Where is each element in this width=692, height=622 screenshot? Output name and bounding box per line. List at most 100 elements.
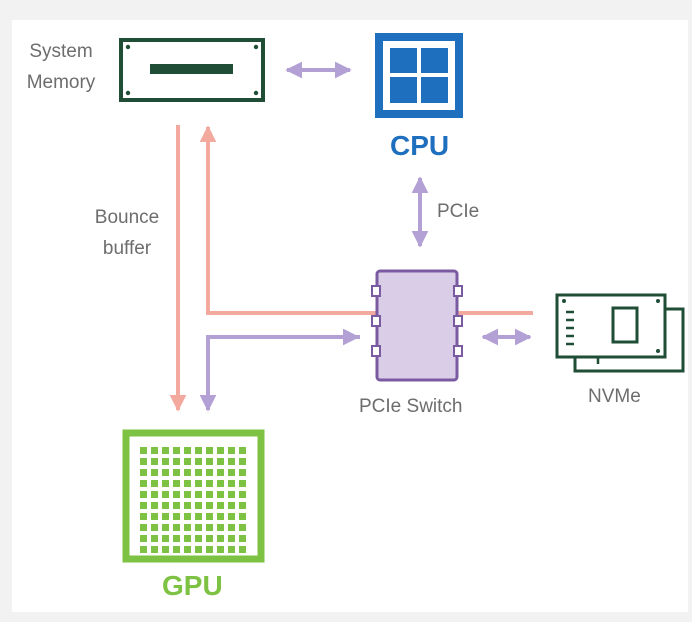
gpu-core-cell (239, 447, 246, 454)
gpu-core-cell (140, 447, 147, 454)
gpu-core-cell (162, 546, 169, 553)
gpu-core-cell (228, 469, 235, 476)
gpu-core-cell (151, 502, 158, 509)
nvme-card-icon (555, 293, 685, 373)
gpu-core-cell (184, 447, 191, 454)
gpu-core-cell (140, 469, 147, 476)
gpu-core-cell (173, 546, 180, 553)
gpu-core-cell (239, 491, 246, 498)
gpu-core-cell (162, 447, 169, 454)
gpu-core-cell (184, 480, 191, 487)
gpu-core-cell (184, 546, 191, 553)
gpu-core-cell (173, 469, 180, 476)
gpu-core-cell (162, 502, 169, 509)
gpu-core-cell (239, 535, 246, 542)
gpu-core-cell (217, 513, 224, 520)
bounce-buffer-label-line1: Bounce (94, 207, 160, 228)
gpu-core-cell (217, 458, 224, 465)
gpu-core-cell (217, 491, 224, 498)
gpu-core-cell (239, 469, 246, 476)
gpu-core-cell (184, 458, 191, 465)
gpu-core-cell (162, 469, 169, 476)
gpu-core-cell (239, 546, 246, 553)
gpu-core-cell (206, 546, 213, 553)
gpu-core-cell (151, 480, 158, 487)
gpu-core-cell (151, 513, 158, 520)
gpu-core-cell (206, 513, 213, 520)
gpu-core-cell (162, 491, 169, 498)
system-memory-label-line1: System (29, 41, 93, 62)
gpu-core-cell (162, 458, 169, 465)
gpu-core-cell (195, 546, 202, 553)
gpu-core-cell (228, 513, 235, 520)
gpu-core-cell (206, 524, 213, 531)
gpu-core-cell (239, 480, 246, 487)
gpu-core-cell (195, 502, 202, 509)
gpu-core-cell (140, 480, 147, 487)
gpu-core-cell (184, 502, 191, 509)
gpu-core-cell (195, 513, 202, 520)
nvme-label: NVMe (588, 386, 641, 407)
gpu-core-cell (151, 469, 158, 476)
gpu-core-cell (151, 458, 158, 465)
gpu-core-cell (184, 491, 191, 498)
gpu-core-cell (206, 447, 213, 454)
gpu-core-cell (206, 502, 213, 509)
gpu-core-cell (173, 480, 180, 487)
bounce-buffer-label: Bounce buffer (84, 202, 170, 264)
gpu-core-cell (195, 469, 202, 476)
gpu-core-cell (140, 513, 147, 520)
gpu-core-cell (184, 513, 191, 520)
gpu-core-cell (140, 546, 147, 553)
gpu-core-cell (239, 524, 246, 531)
gpu-core-cell (217, 502, 224, 509)
cpu-label: CPU (390, 130, 450, 161)
gpu-core-cell (162, 480, 169, 487)
gpu-core-cell (228, 480, 235, 487)
gpu-core-cell (173, 513, 180, 520)
gpu-core-cell (217, 469, 224, 476)
gpu-chip-icon (122, 429, 265, 563)
gpu-core-cell (151, 535, 158, 542)
pcie-switch-chip-icon (371, 269, 463, 382)
gpu-core-cell (151, 546, 158, 553)
gpu-core-cell (195, 458, 202, 465)
gpu-core-cell (217, 546, 224, 553)
gpu-core-cell (195, 524, 202, 531)
gpu-core-cell (206, 491, 213, 498)
gpu-core-cell (239, 502, 246, 509)
gpu-core-cell (195, 535, 202, 542)
gpu-core-cell (151, 524, 158, 531)
gpu-core-cell (217, 447, 224, 454)
gpu-core-cell (228, 546, 235, 553)
gpu-core-cell (151, 491, 158, 498)
gpu-core-cell (217, 535, 224, 542)
gpu-core-cell (184, 469, 191, 476)
gpu-core-cell (217, 480, 224, 487)
gpu-core-cell (184, 535, 191, 542)
system-memory-label-line2: Memory (26, 72, 96, 93)
gpu-core-cell (206, 480, 213, 487)
gpu-core-cell (228, 447, 235, 454)
gpu-core-cell (228, 502, 235, 509)
gpu-core-cell (151, 447, 158, 454)
gpu-core-cell (228, 535, 235, 542)
gpu-core-cell (140, 524, 147, 531)
gpu-core-cell (228, 491, 235, 498)
gpu-core-cell (140, 502, 147, 509)
cpu-chip-icon (375, 33, 463, 118)
gpu-chip-grid (140, 447, 246, 553)
gpu-core-cell (184, 524, 191, 531)
gpu-core-cell (206, 458, 213, 465)
pcie-switch-label: PCIe Switch (359, 396, 463, 417)
gpu-core-cell (228, 524, 235, 531)
pcie-edge-label: PCIe (437, 201, 480, 222)
system-memory-label: System Memory (14, 36, 108, 98)
gpu-core-cell (173, 491, 180, 498)
gpu-core-cell (173, 535, 180, 542)
gpu-core-cell (173, 502, 180, 509)
bounce-buffer-label-line2: buffer (102, 238, 152, 259)
gpu-core-cell (140, 458, 147, 465)
